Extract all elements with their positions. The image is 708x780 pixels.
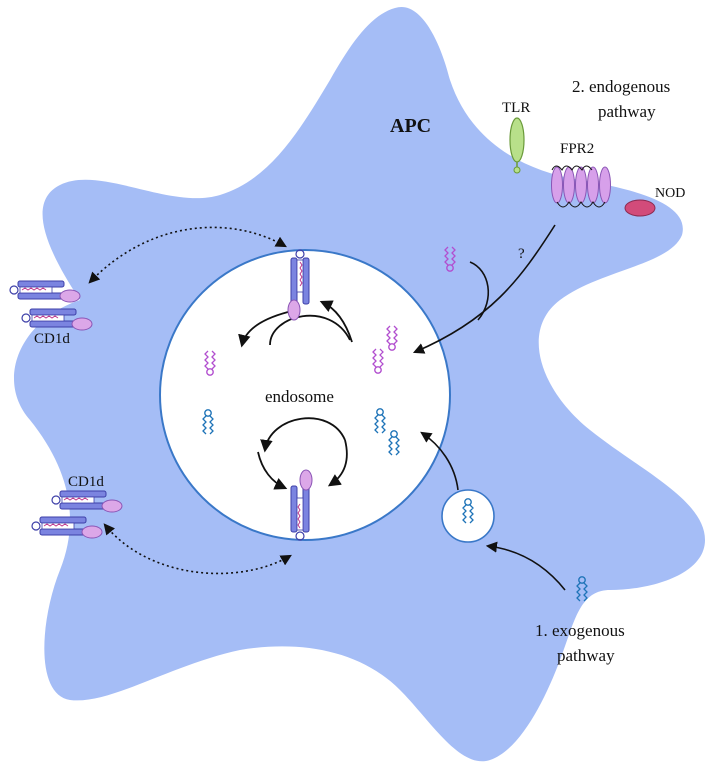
recycle-arrow-top-right xyxy=(269,314,351,346)
nod-receptor xyxy=(624,199,656,217)
cd1d-bottom-label: CD1d xyxy=(68,474,104,490)
exogenous-arrow-to-endosome xyxy=(420,431,459,491)
exogenous-vesicle xyxy=(441,489,495,543)
endogenous-arrow-from-lipid xyxy=(469,261,490,321)
dotted-arrow-top xyxy=(88,226,287,284)
recycle-arrow-top-left xyxy=(238,311,289,348)
nod-label: NOD xyxy=(655,186,685,201)
recycle-arrow-bottom xyxy=(260,417,346,453)
exogenous-arrow-to-vesicle xyxy=(485,541,566,591)
dotted-arrow-bottom xyxy=(103,523,292,575)
fpr2-label: FPR2 xyxy=(560,141,594,157)
recycle-arrow-bottom-right xyxy=(327,439,348,487)
endogenous-line1: 2. endogenous xyxy=(572,77,670,96)
endogenous-arrow-from-fpr2 xyxy=(412,224,556,354)
endogenous-line2: pathway xyxy=(598,102,656,121)
recycle-arrow-top-right-head xyxy=(319,300,353,343)
cd1d-membrane-1 xyxy=(9,280,81,303)
tlr-label: TLR xyxy=(502,100,530,116)
tlr-receptor xyxy=(509,117,525,174)
exogenous-line1: 1. exogenous xyxy=(535,621,625,640)
cd1d-top-label: CD1d xyxy=(34,331,70,347)
cell-label: APC xyxy=(390,115,431,137)
fpr2-receptor xyxy=(551,165,611,208)
endosome-label: endosome xyxy=(265,387,334,406)
question-mark: ? xyxy=(518,246,525,262)
recycle-arrow-bottom-left xyxy=(257,451,288,490)
endosome xyxy=(159,249,451,541)
exogenous-line2: pathway xyxy=(557,646,615,665)
